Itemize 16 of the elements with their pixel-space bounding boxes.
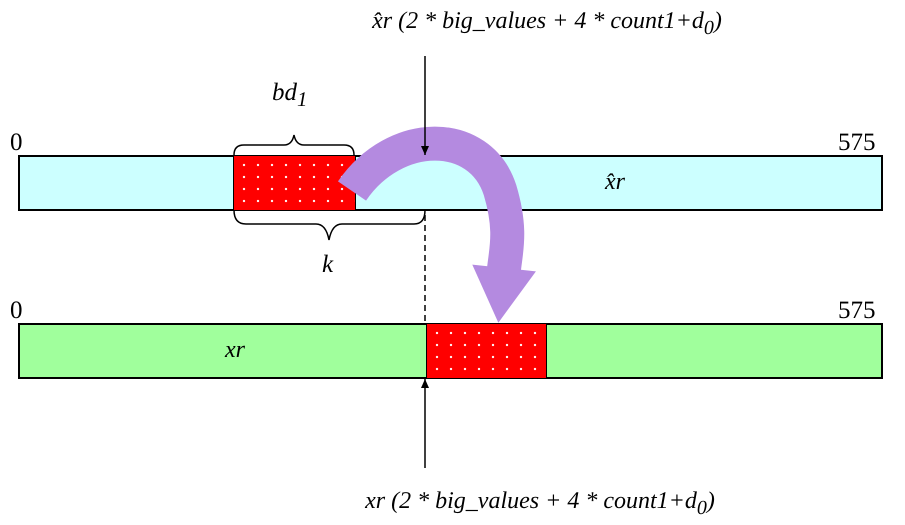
scale-number: 575	[838, 130, 876, 155]
highlighted-segment	[426, 323, 547, 379]
array-bar	[18, 155, 883, 211]
scale-number: 575	[838, 298, 876, 323]
position-label: x̂r (2 * big_values + 4 * count1+d$_{0}$)	[337, 2, 757, 40]
arrow	[421, 379, 429, 468]
position-label: xr (2 * big_values + 4 * count1+d$_{0}$)	[330, 482, 750, 520]
brace-label: k	[322, 252, 334, 277]
array-name: xr	[225, 337, 245, 364]
scale-number: 0	[10, 130, 22, 155]
highlighted-segment	[233, 155, 356, 211]
arrow	[421, 56, 429, 155]
scale-number: 0	[10, 298, 22, 323]
array-bar	[18, 323, 883, 379]
brace-label: bd$_{1}$	[272, 80, 308, 110]
array-name: x̂r	[605, 169, 625, 196]
